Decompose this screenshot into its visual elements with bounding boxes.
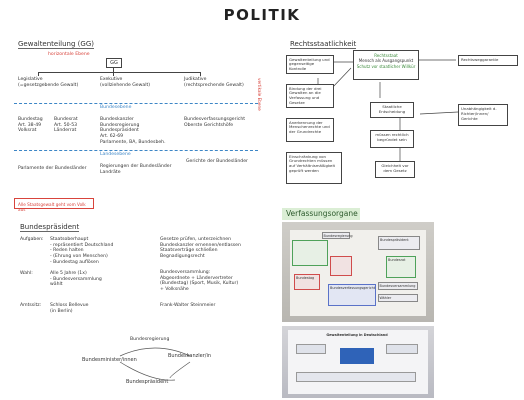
- bund-col-exekutive: Bundeskanzler Bundesregierung Bundespräs…: [100, 117, 166, 145]
- volk-note-text: Alle Staatsgewalt geht vom Volk aus: [18, 201, 86, 212]
- aufgaben-left: Staatsoberhaupt - repräsentiert Deutschl…: [50, 237, 114, 265]
- rs-box-einschraenkung: Einschränkung von Grundrechten müssen au…: [286, 152, 342, 184]
- rs-staatliche-entscheidung: Staatliche Entscheidung: [370, 102, 414, 118]
- verfassung-heading-highlight: [282, 208, 360, 220]
- vertikale-ebene-label: vertikale Ebene: [257, 78, 262, 111]
- amtssitz-label: Amtssitz:: [20, 303, 42, 308]
- tree-stem: [113, 68, 114, 72]
- land-col-regierungen: Regierungen der Bundesländer Landräte: [100, 164, 172, 175]
- rs-box-bindung: Bindung der drei Gewalten an die Verfass…: [286, 84, 334, 108]
- aufgaben-right: Gesetze prüfen, unterzeichnen Bundeskanz…: [160, 237, 241, 260]
- bund-col-judikative: Bundesverfassungsgericht Oberste Gericht…: [184, 117, 246, 128]
- land-col-gerichte: Gerichte der Bundesländer: [186, 159, 248, 164]
- photo-2-center-block: [340, 348, 374, 364]
- branch-judikative: Judikative (rechtsprechende Gewalt): [184, 77, 244, 88]
- photo-2-bottom-block: [296, 372, 416, 382]
- rs-rechtlich-begruendet: müssen rechtlich begründet sein: [370, 130, 414, 148]
- photo-2-left-block: [296, 344, 326, 354]
- triangle-bundesregierung: Bundesregierung: [130, 337, 170, 342]
- bund-col-bundesrat: Bundesrat Art. 50-53 Länderrat: [54, 117, 78, 134]
- volk-note-box: Alle Staatsgewalt geht vom Volk aus: [14, 198, 94, 212]
- land-col-parlamente: Parlamente der Bundesländer: [18, 166, 87, 171]
- photo-1-green-box: [292, 240, 328, 266]
- gewaltenteilung-heading: Gewaltenteilung (GG): [18, 40, 94, 49]
- triangle-bundespraesident: Bundespräsident: [126, 379, 169, 385]
- wahl-label: Wahl:: [20, 271, 33, 276]
- photo-1-red-box: [330, 256, 352, 276]
- bundespraesident-heading: Bundespräsident: [20, 223, 80, 232]
- landesebene-label: Landesebene: [100, 152, 131, 157]
- landesebene-divider: [14, 150, 258, 151]
- rs-box-gewaltenteilung: Gewaltenteilung und gegenseitige Kontrol…: [286, 55, 334, 74]
- photo-2-title: Gewaltenteilung in Deutschland: [326, 333, 388, 337]
- amtssitz-right: Frank-Walter Steinmeier: [160, 303, 216, 308]
- bundesorgane-triangle: [119, 347, 191, 381]
- photo-1-label-waehler: Wähler: [378, 294, 418, 302]
- branch-exekutive: Exekutive (vollziehende Gewalt): [100, 77, 151, 88]
- verfassung-heading: Verfassungsorgane: [286, 209, 358, 218]
- rs-gleichheit: Gleichheit vor dem Gesetz: [375, 161, 415, 178]
- verfassung-photo-2: Gewaltenteilung in Deutschland: [282, 326, 434, 398]
- photo-1-label-bundespraesident: Bundespräsident: [378, 236, 420, 250]
- aufgaben-label: Aufgaben:: [20, 237, 44, 242]
- photo-1-label-bundestag: Bundestag: [294, 274, 320, 290]
- tree-right: [200, 72, 201, 76]
- rs-center-rechtsstaat: Rechtsstaat Mensch als Ausgangspunkt Sch…: [353, 50, 419, 80]
- photo-1-label-bundesversammlung: Bundesversammlung: [378, 282, 418, 290]
- photo-1-label-bundesrat: Bundesrat: [386, 256, 416, 278]
- wahl-right: Bundesversammlung: Abgeordnete + Länderv…: [160, 270, 239, 293]
- amtssitz-left: Schloss Bellevue (in Berlin): [50, 303, 89, 314]
- rs-unabhaengigkeit: Unabhängigkeit d. Richter/innen/ Gericht…: [458, 104, 508, 126]
- gg-box: GG: [106, 58, 122, 68]
- photo-2-right-block: [386, 344, 418, 354]
- branch-legislative: Legislative (=gesetzgebende Gewalt): [18, 77, 79, 88]
- tree-left: [38, 72, 39, 76]
- triangle-bundeskanzler: Bundeskanzler/in: [168, 353, 212, 359]
- wahl-left: Alle 5 Jahre (1x) - Bundesversammlung wä…: [50, 271, 102, 288]
- photo-1-label-bundesregierung: Bundesregierung: [322, 232, 353, 239]
- bundesebene-divider: [14, 103, 258, 104]
- horizontale-ebene-label: horizontale Ebene: [48, 52, 90, 57]
- tree-mid: [113, 72, 114, 76]
- bundesebene-label: Bundesebene: [100, 105, 132, 110]
- page-title: POLITIK: [223, 6, 301, 24]
- verfassung-photo-1: Bundesregierung Bundespräsident Bundesra…: [282, 222, 434, 322]
- photo-1-label-bundesverfassungsgericht: Bundesverfassungsgericht: [328, 284, 376, 306]
- triangle-bundesminister: Bundesminister/innen: [82, 357, 137, 363]
- rs-box-menschenrechte: Anerkennung der Menschenrechte und der G…: [286, 118, 334, 142]
- bund-col-bundestag: Bundestag Art. 38-49 Volksrat: [18, 117, 43, 134]
- rs-rechtsweggarantie: Rechtsweggarantie: [458, 55, 518, 66]
- rechtsstaat-heading: Rechtsstaatlichkeit: [290, 40, 357, 49]
- tree-horizontal-line: [38, 72, 200, 73]
